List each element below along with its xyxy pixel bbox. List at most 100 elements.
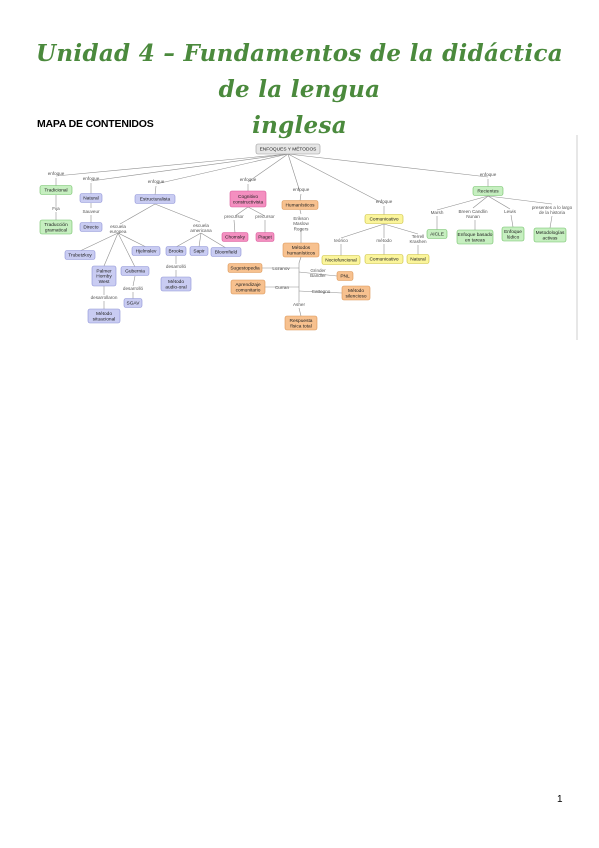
map-node-label: Metodologías: [536, 230, 565, 236]
map-node-box: [87, 308, 121, 324]
map-connector: [298, 256, 302, 264]
map-node-label: Chomsky: [225, 235, 246, 241]
map-node-box: [229, 190, 267, 208]
map-node-label: física total: [290, 323, 312, 329]
map-node-label: PNL: [340, 274, 350, 280]
map-connector: [487, 195, 553, 205]
map-node-box: [341, 285, 371, 301]
map-node-chomsky: Chomsky: [221, 232, 249, 242]
map-connector: [247, 206, 266, 217]
map-link-label: método: [376, 238, 392, 243]
map-connector: [247, 153, 289, 183]
map-connector: [200, 232, 227, 249]
map-connector: [383, 223, 419, 235]
map-link-label: Lewis: [504, 209, 516, 214]
map-node-aicle: AICLE: [426, 229, 448, 239]
map-node-label: silencioso: [345, 293, 366, 299]
map-connector: [154, 203, 201, 223]
map-connector: [175, 232, 202, 248]
map-connector: [298, 271, 338, 277]
map-node-natural: Natural: [79, 193, 103, 203]
map-node-box: [364, 214, 404, 224]
map-connector: [55, 153, 289, 177]
map-node-label: AICLE: [430, 232, 444, 238]
section-heading: MAPA DE CONTENIDOS: [37, 118, 154, 130]
map-node-label: West: [99, 279, 111, 285]
map-node-label: Sugestopedia: [230, 266, 260, 272]
map-node-box: [39, 219, 73, 235]
map-node-label: Enfoque basado: [458, 232, 493, 238]
map-connector: [436, 195, 489, 211]
map-node-label: Métodos: [292, 245, 311, 251]
map-connector: [487, 195, 511, 210]
map-node-box: [189, 246, 209, 256]
map-node-bloomfield: Bloomfield: [210, 247, 242, 257]
map-node-label: Traducción: [44, 222, 68, 228]
map-connector: [287, 153, 489, 178]
map-node-label: Cognitivo: [238, 194, 258, 200]
map-link-label: Bandler: [310, 273, 326, 278]
map-connector: [287, 153, 385, 205]
map-node-label: gramatical: [45, 227, 67, 233]
map-node-label: Método: [348, 288, 364, 294]
map-link-label: europea: [110, 229, 127, 234]
map-node-box: [472, 186, 504, 196]
map-node-hjelmslev: Hjelmslev: [131, 246, 161, 256]
map-link-label: precursor: [224, 214, 244, 219]
map-node-box: [426, 229, 448, 239]
map-node-box: [533, 227, 567, 243]
map-link-label: desarrolló: [123, 286, 144, 291]
map-node-box: [91, 265, 117, 287]
map-link-label: precursor: [255, 214, 275, 219]
map-link-label: Cattegno: [312, 289, 331, 294]
map-connector: [117, 232, 136, 268]
map-link-label: enfoque: [240, 177, 257, 182]
map-connector: [299, 209, 302, 215]
map-node-label: Hjelmslev: [136, 249, 157, 255]
map-node-label: Humanísticos: [285, 203, 315, 209]
map-connector: [79, 232, 119, 252]
map-node-label: Piaget: [258, 235, 272, 241]
map-node-box: [120, 266, 150, 276]
map-node-label: Recientes: [477, 189, 499, 195]
map-connector: [90, 153, 289, 182]
map-connector: [510, 214, 514, 228]
map-node-label: activas: [543, 235, 559, 241]
map-link-label: Maslow: [293, 221, 309, 226]
map-node-label: Aprendizaje: [235, 282, 261, 288]
map-link-label: enfoque: [48, 171, 65, 176]
map-node-label: audio-oral: [165, 284, 186, 290]
map-node-box: [160, 276, 192, 292]
map-link-label: de la historia: [539, 210, 565, 215]
map-node-box: [501, 226, 525, 242]
map-node-label: Brooks: [169, 249, 185, 255]
map-node-box: [123, 298, 143, 308]
map-node-label: Bloomfield: [215, 250, 238, 256]
map-node-box: [227, 263, 263, 273]
map-node-tradicional: Tradicional: [39, 185, 73, 195]
map-node-trubetzkoy: Trubetzkoy: [64, 250, 96, 260]
map-node-label: Comunicativo: [369, 257, 398, 263]
map-node-root: ENFOQUES Y MÉTODOS: [255, 143, 321, 155]
map-node-box: [39, 185, 73, 195]
map-link-label: Breen Candlin: [458, 209, 488, 214]
map-node-label: Palmer: [96, 268, 112, 274]
map-link-label: americana: [190, 228, 212, 233]
map-node-box: [255, 143, 321, 155]
map-connector: [549, 215, 553, 229]
map-node-label: Sapir: [193, 249, 205, 255]
map-node-label: Directo: [83, 225, 99, 231]
map-node-box: [134, 194, 176, 204]
map-node-box: [321, 255, 361, 265]
map-link-label: enfoque: [376, 199, 393, 204]
